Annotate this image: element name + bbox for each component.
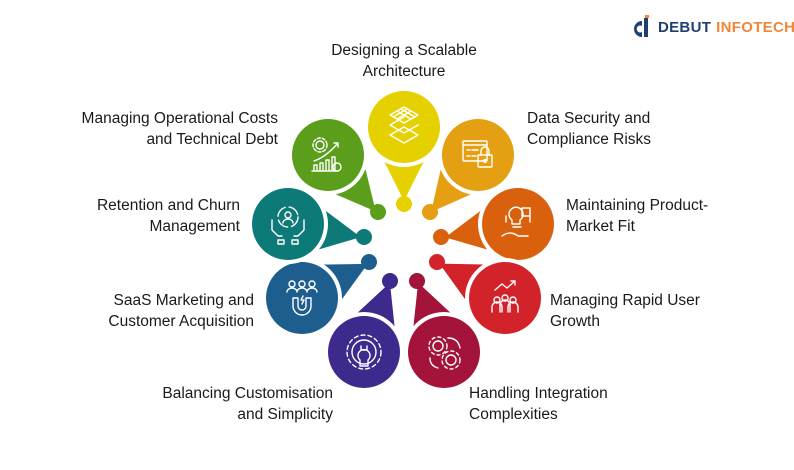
layers-grid-icon	[389, 106, 419, 144]
gear-chart-icon	[311, 137, 342, 172]
magnet-users-icon	[286, 280, 318, 316]
node-product-market-fit	[478, 184, 558, 264]
group-growth-icon	[491, 280, 519, 313]
care-hands-icon	[271, 206, 305, 245]
idea-hand-icon	[501, 206, 531, 237]
dot-rapid-user-growth	[429, 254, 445, 270]
brand-logo: DEBUT INFOTECH	[633, 15, 794, 39]
node-scalable-architecture	[364, 87, 444, 167]
dot-product-market-fit	[433, 229, 449, 245]
node-customisation	[324, 312, 404, 392]
dot-customisation	[382, 273, 398, 289]
node-operational-costs	[288, 115, 368, 195]
label-product-market-fit: Maintaining Product-Market Fit	[566, 197, 709, 235]
logo-mark-icon	[634, 15, 649, 37]
node-marketing	[262, 258, 342, 338]
brand-name-2: INFOTECH	[716, 18, 794, 36]
dot-data-security	[422, 204, 438, 220]
dot-operational-costs	[370, 204, 386, 220]
dot-scalable-architecture	[396, 196, 412, 212]
node-data-security	[438, 115, 518, 195]
bulb-gear-icon	[346, 334, 382, 370]
node-rapid-user-growth	[465, 258, 545, 338]
brand-name-1: DEBUT	[658, 18, 712, 36]
gears-icon	[428, 336, 461, 370]
node-retention	[248, 184, 328, 264]
dot-integration	[409, 273, 425, 289]
dot-marketing	[361, 254, 377, 270]
node-integration	[404, 312, 484, 392]
dot-retention	[356, 229, 372, 245]
checklist-lock-icon	[462, 140, 493, 168]
